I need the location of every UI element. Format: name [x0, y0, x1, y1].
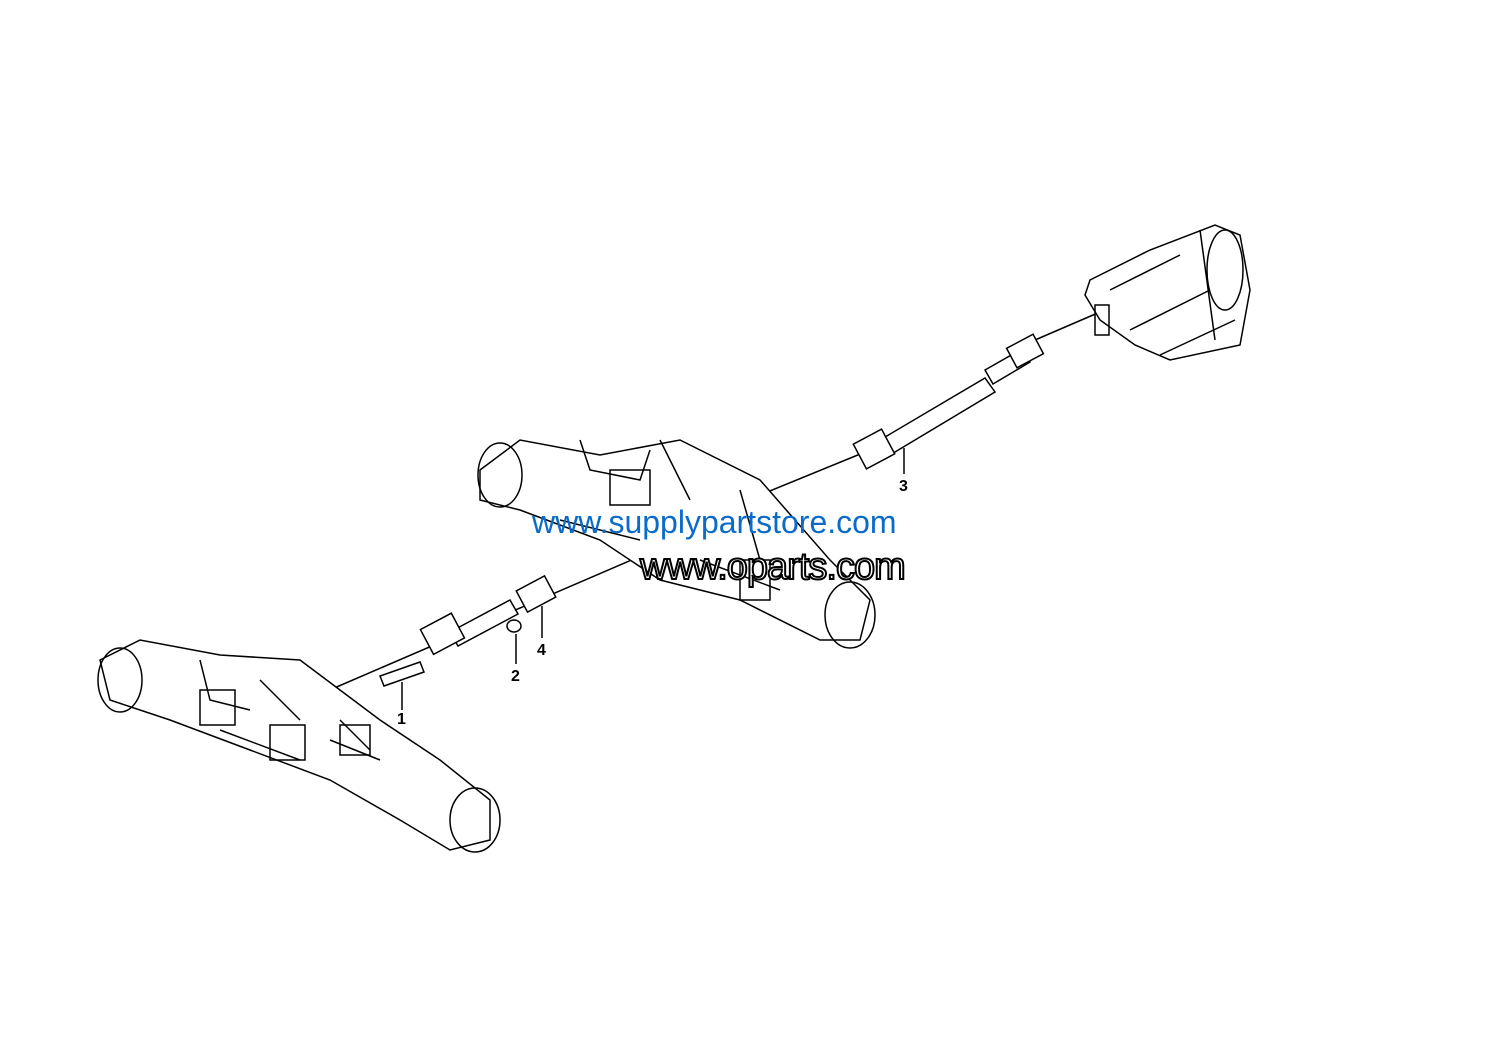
transmission [1084, 224, 1251, 361]
callout-1: 1 [397, 711, 406, 728]
watermark-outlined: www.oparts.com [639, 546, 907, 588]
propeller-shaft-3 [852, 333, 1045, 470]
front-axle [97, 639, 501, 853]
callout-2: 2 [511, 668, 520, 685]
callout-4: 4 [537, 642, 546, 659]
middle-axle [477, 439, 876, 649]
axis-line-rear [1034, 311, 1101, 341]
bolt-1 [379, 661, 425, 687]
watermark-blue: www.supplypartstore.com [532, 504, 897, 540]
propeller-shaft-4 [419, 574, 557, 656]
nut-2 [506, 619, 522, 633]
axis-line-middle [759, 449, 871, 496]
callout-3: 3 [899, 478, 908, 495]
